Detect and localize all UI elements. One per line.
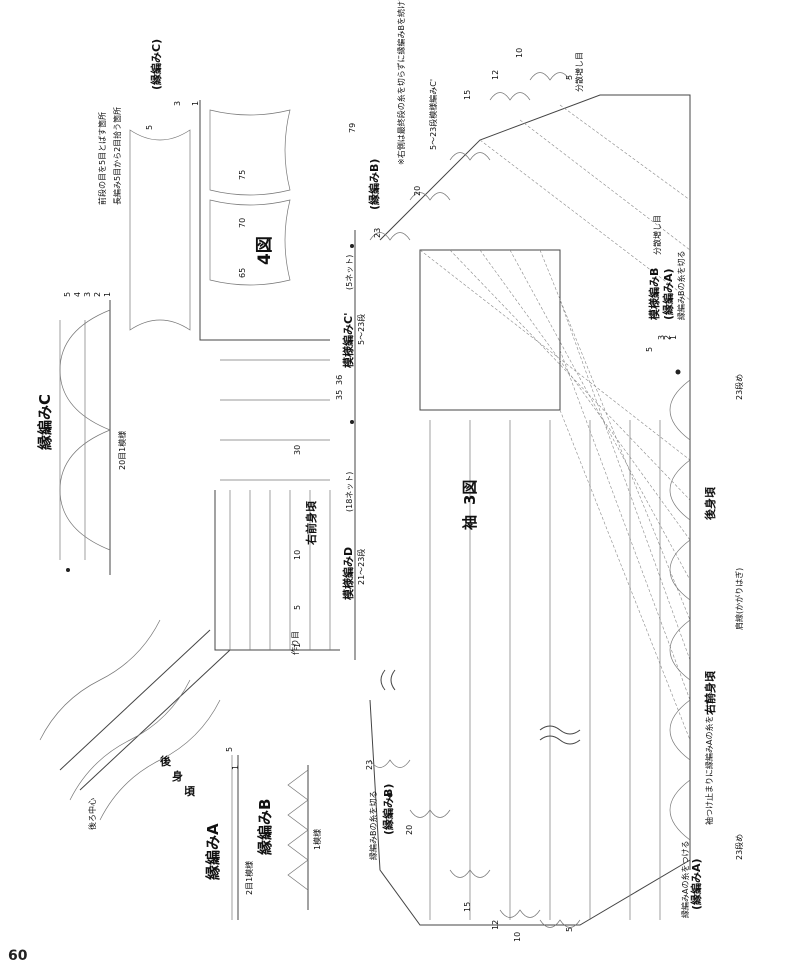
- num-label: 1: [191, 101, 200, 106]
- num-label: 3: [657, 335, 666, 340]
- rep-2: 2目1模様: [244, 861, 254, 895]
- back-center: 後ろ中心: [87, 798, 97, 830]
- num-label: 1: [293, 643, 302, 648]
- shoulder-seam: 肩線(かがりはぎ): [734, 568, 744, 630]
- back-body-upper: 後身頃: [703, 486, 717, 520]
- num-label: 15: [463, 902, 472, 912]
- chart-labels: 縁編みC 20目1模様 5 4 3 2 1 (縁編みC) 5 3 1 前段の目を…: [36, 0, 744, 942]
- chart-lines: [39, 72, 691, 928]
- note-a-cut: 縁編みBの糸を切る: [676, 251, 686, 321]
- sleeve-label: 袖: [461, 515, 479, 530]
- note-bottom-attach: 袖つけ止まりに縁編みAの糸をつける: [704, 692, 714, 825]
- right-front-lower: 右前身頃: [703, 670, 717, 716]
- right-front-upper: 右前身頃: [304, 500, 318, 546]
- figure-4-label: 4図: [255, 236, 275, 265]
- back-body-left: 身: [172, 769, 183, 783]
- note-a-attach: 縁編みAの糸をつける: [680, 841, 690, 918]
- row-23b: 23段め: [734, 834, 744, 860]
- rep-20: 20目1模様: [117, 431, 127, 470]
- num-label: 1: [669, 335, 678, 340]
- num-label: 23: [365, 760, 374, 770]
- edge-c-title: 縁編みC: [36, 394, 54, 450]
- edge-a-title: 縁編みA: [204, 823, 222, 880]
- num-label: 1: [103, 292, 112, 297]
- edge-b-title: 縁編みB: [256, 799, 274, 855]
- note-insert-2: 分散増し目: [652, 215, 662, 255]
- rep-1: 1模様: [312, 829, 322, 850]
- num-label: 30: [293, 445, 302, 455]
- num-label: 5: [225, 747, 234, 752]
- num-label: 12: [491, 920, 500, 930]
- edge-b-bottom-label: (縁編みB): [381, 784, 395, 835]
- note-insert: 分散増し目: [574, 52, 584, 92]
- row-23a: 23段め: [734, 374, 744, 400]
- edge-a-mid: (縁編みA): [661, 268, 675, 320]
- back-body-left: 頃: [184, 784, 196, 798]
- figure-3-label: 3図: [461, 480, 479, 505]
- pattern-c-prime: 模様編みC': [341, 313, 355, 368]
- pattern-c-prime-rows: 5〜23段: [356, 314, 366, 345]
- legend-pick-2: 長編み5目から2目拾う箇所: [112, 107, 122, 205]
- num-label: 75: [238, 170, 247, 180]
- num-label: 5: [645, 347, 654, 352]
- num-label: 2: [93, 292, 102, 297]
- num-label: 79: [348, 123, 357, 133]
- num-label: 5: [63, 292, 72, 297]
- page-number: 60: [8, 948, 28, 964]
- pattern-d-rows: 21〜23段: [356, 549, 366, 585]
- num-label: 70: [238, 218, 247, 228]
- num-label: 10: [515, 48, 524, 58]
- num-label: 5: [565, 75, 574, 80]
- note-b-cut-lower: 縁編みBの糸を切る: [368, 791, 378, 861]
- num-label: 3: [173, 101, 182, 106]
- back-body-left: 後: [160, 754, 172, 768]
- num-label: 5: [565, 927, 574, 932]
- num-label: 20: [405, 825, 414, 835]
- num-label: 3: [83, 292, 92, 297]
- num-label: 20: [413, 186, 422, 196]
- legend-skip-5: 前段の目を5目とばす箇所: [97, 112, 107, 205]
- edge-a-bottom: (縁編みA): [689, 858, 703, 910]
- num-label: 4: [73, 292, 82, 297]
- num-label: 1: [231, 765, 240, 770]
- note-c-prime: 5〜23段模様編みC': [428, 79, 438, 150]
- num-label: 10: [513, 932, 522, 942]
- num-label: 12: [491, 70, 500, 80]
- num-label: 15: [463, 90, 472, 100]
- num-label: 36: [335, 375, 344, 385]
- pattern-c-prime-sub: (5ネット): [345, 255, 354, 290]
- num-label: 65: [238, 268, 247, 278]
- edge-b-top-label: (縁編みB): [367, 159, 381, 210]
- num-label: 23: [373, 228, 382, 238]
- note-right-edge: ※右側は最終段の糸を切らずに縁編みBを続けて編む: [396, 0, 406, 165]
- edge-c-top: (縁編みC): [149, 39, 163, 90]
- pattern-d: 模様編みD: [341, 547, 355, 600]
- num-label: 5: [145, 125, 154, 130]
- num-label: 35: [335, 390, 344, 400]
- num-label: 2: [663, 335, 672, 340]
- row-start: 作り目: [290, 631, 300, 655]
- num-label: 10: [293, 550, 302, 560]
- num-label: 5: [293, 605, 302, 610]
- pattern-b-mid: 模様編みB: [647, 268, 661, 320]
- pattern-d-sub: (18ネット): [345, 472, 354, 512]
